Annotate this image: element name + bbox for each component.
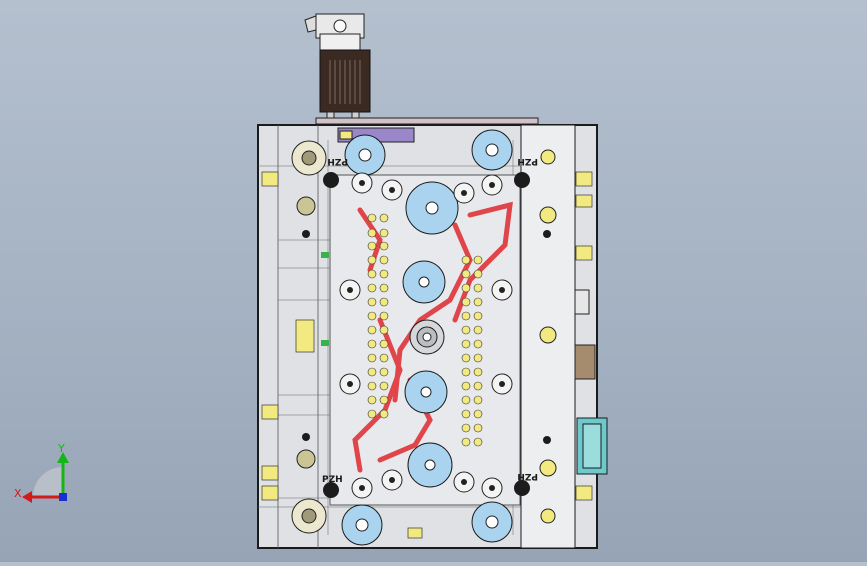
guide-pins-left[interactable]: [291, 140, 327, 534]
axis-y-label: Y: [57, 442, 65, 455]
green-markers: [321, 252, 329, 346]
rail-bolts: [539, 149, 557, 524]
side-connectors[interactable]: [574, 289, 608, 475]
screws: [339, 172, 513, 499]
label-top-right: PZH: [517, 156, 538, 166]
sprue-bushing[interactable]: [409, 319, 445, 355]
label-bottom-right: PZH: [517, 471, 538, 481]
ejector-pins-left: [367, 213, 389, 419]
ejector-pins-right: [461, 255, 483, 447]
label-top-left: PZH: [327, 156, 348, 166]
coordinate-triad-icon: Y X: [14, 442, 69, 503]
locating-rings: [302, 172, 551, 498]
pzh-labels: PZH PZH PZH PZH: [322, 156, 538, 485]
water-fittings: [261, 171, 593, 539]
label-bottom-left: PZH: [322, 475, 343, 485]
blue-gears[interactable]: [341, 129, 513, 546]
motor-assembly[interactable]: [304, 13, 539, 125]
axis-x-label: X: [14, 487, 22, 500]
